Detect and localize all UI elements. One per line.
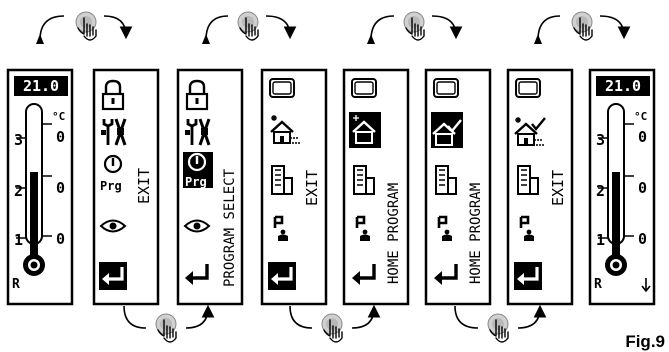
- lcd-panel-thermometer-start[interactable]: 21.0 °C 3 2 1 R 0 0 0: [6, 68, 74, 306]
- scale-2: 2: [596, 182, 605, 200]
- hand-pointer-icon: [237, 11, 259, 41]
- scale-right-0: 0: [638, 128, 647, 146]
- down-arrow-icon: [641, 278, 651, 293]
- house-icon: [352, 115, 376, 144]
- scale-3: 3: [596, 131, 605, 149]
- scale-right-1: 0: [56, 179, 65, 197]
- curved-arrow-icon: [517, 304, 547, 329]
- scale-r: R: [12, 277, 20, 292]
- curved-arrow-icon: [599, 15, 631, 40]
- hand-pointer-icon: [487, 313, 509, 343]
- scale-right-2: 0: [56, 230, 65, 248]
- eye-icon: [184, 219, 210, 233]
- menu-exit-label: EXIT: [135, 168, 153, 204]
- scale-right-1: 0: [638, 179, 647, 197]
- lcd-panel-program-select[interactable]: Prg PROGRAM SELECT: [176, 68, 244, 306]
- hand-pointer-icon: [75, 11, 97, 41]
- program-select-label: PROGRAM SELECT: [222, 168, 238, 287]
- op-exit-label: EXIT: [549, 170, 567, 206]
- unit-label: °C: [52, 110, 65, 123]
- curved-arrow-icon: [431, 15, 463, 40]
- setpoint-display: 21.0: [605, 77, 641, 95]
- op-exit-label: EXIT: [303, 170, 321, 206]
- hand-pointer-icon: [571, 11, 593, 41]
- curved-arrow-icon: [289, 305, 313, 329]
- scale-1: 1: [14, 231, 23, 249]
- home-program-label: HOME PROGRAM: [386, 183, 402, 284]
- check-icon: [447, 119, 462, 133]
- curved-arrow-icon: [202, 15, 229, 44]
- hand-pointer-icon: [155, 313, 177, 343]
- prg-label: Prg: [100, 179, 122, 193]
- op-icon: [515, 78, 541, 98]
- curved-arrow-icon: [103, 15, 133, 40]
- scale-2: 2: [14, 182, 23, 200]
- unit-label: °C: [634, 110, 647, 123]
- figure-label: Fig.9: [625, 332, 665, 351]
- scale-right-0: 0: [56, 128, 65, 146]
- lcd-panel-op-exit-confirmed[interactable]: EXIT: [506, 68, 574, 306]
- scale-r: R: [594, 277, 602, 292]
- bottom-transitions: [123, 304, 547, 343]
- prg-label-selected: Prg: [185, 175, 207, 189]
- lcd-panel-thermometer-end[interactable]: 21.0 °C 3 2 1 R 0 0 0: [588, 68, 656, 306]
- curved-arrow-icon: [265, 15, 297, 40]
- op-icon: [351, 78, 377, 98]
- curved-arrow-icon: [36, 15, 65, 44]
- curved-arrow-icon: [123, 305, 147, 329]
- back-arrow-icon: [266, 260, 298, 292]
- curved-arrow-icon: [351, 304, 381, 329]
- top-transitions: [36, 11, 631, 44]
- scale-1: 1: [596, 231, 605, 249]
- hand-pointer-icon: [321, 313, 343, 343]
- lcd-panel-home-program-select[interactable]: HOME PROGRAM: [342, 68, 410, 306]
- lcd-panel-op-exit[interactable]: EXIT: [260, 68, 328, 306]
- lcd-panel-home-program-confirm[interactable]: HOME PROGRAM: [424, 68, 492, 306]
- hand-pointer-icon: [403, 11, 425, 41]
- curved-arrow-icon: [367, 15, 395, 44]
- eye-icon: [100, 219, 126, 233]
- curved-arrow-icon: [185, 304, 215, 329]
- lcd-panel-menu-exit[interactable]: Prg EXIT: [92, 68, 160, 306]
- back-arrow-icon: [97, 260, 129, 292]
- scale-right-2: 0: [638, 230, 647, 248]
- scale-3: 3: [14, 131, 23, 149]
- curved-arrow-icon: [454, 305, 479, 329]
- home-program-label: HOME PROGRAM: [468, 183, 484, 284]
- op-icon: [269, 78, 295, 98]
- back-arrow-icon: [512, 260, 544, 292]
- setpoint-display: 21.0: [23, 77, 59, 95]
- curved-arrow-icon: [534, 15, 561, 44]
- op-icon: [433, 78, 459, 98]
